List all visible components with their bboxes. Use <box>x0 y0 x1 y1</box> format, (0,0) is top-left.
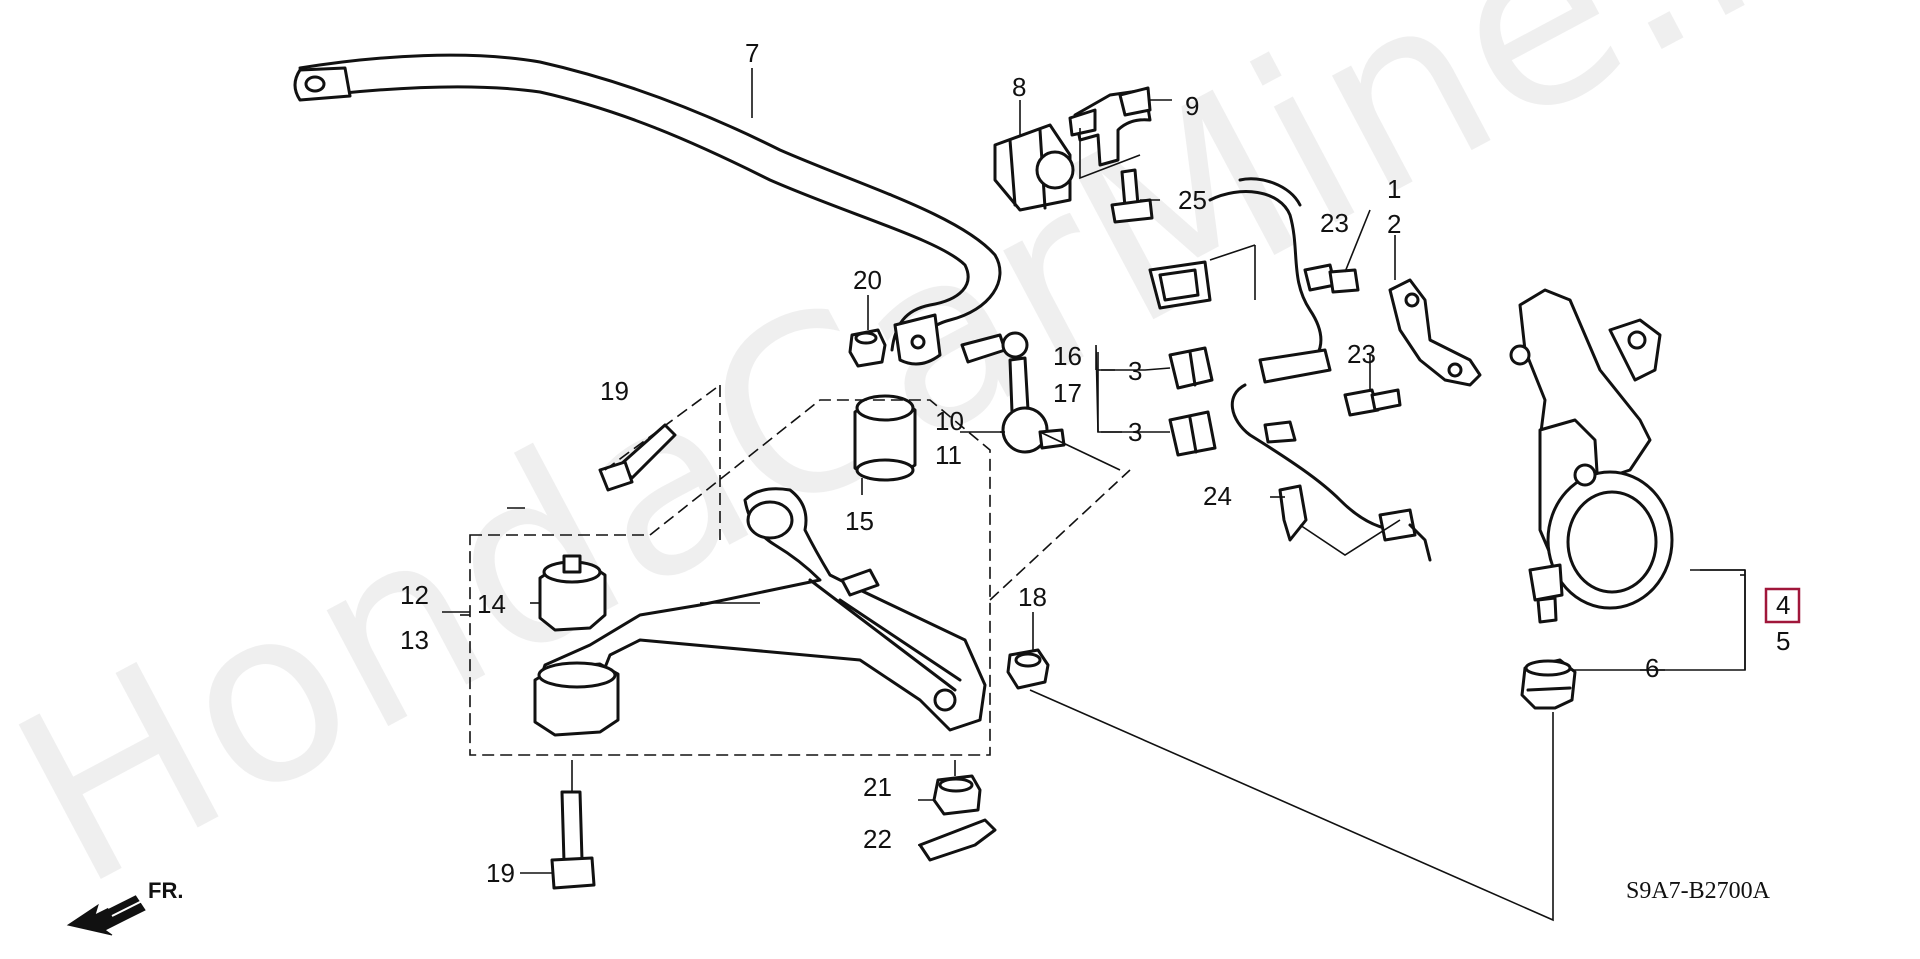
callout-labels: 1 2 3 3 4 5 6 7 8 9 10 11 12 13 14 15 16… <box>400 38 1801 888</box>
callout-24[interactable]: 24 <box>1203 481 1232 511</box>
callout-15[interactable]: 15 <box>845 506 874 536</box>
callout-18[interactable]: 18 <box>1018 582 1047 612</box>
stabilizer-bushing[interactable] <box>993 123 1075 212</box>
lock-pin-22[interactable] <box>918 818 997 862</box>
callout-4-highlight <box>1764 587 1801 624</box>
compliance-bushing-14[interactable] <box>538 554 607 632</box>
castle-nut-21[interactable] <box>932 774 982 816</box>
stabilizer-bar[interactable] <box>293 53 1002 366</box>
diagram-code: S9A7-B2700A <box>1626 878 1771 904</box>
callout-11[interactable]: 11 <box>935 440 962 470</box>
callout-19-upper[interactable]: 19 <box>600 376 629 406</box>
flange-bolt-19-lower[interactable] <box>550 790 596 890</box>
lower-arm-group-outline <box>469 384 1131 756</box>
lower-arm[interactable] <box>538 487 987 732</box>
leader-lines <box>460 68 1746 922</box>
group-brackets <box>442 352 1745 613</box>
callout-10[interactable]: 10 <box>935 406 964 436</box>
front-direction-indicator: FR. <box>66 878 183 936</box>
flange-bolt-23-lower[interactable] <box>1343 388 1402 417</box>
callout-12[interactable]: 12 <box>400 580 429 610</box>
callout-13[interactable]: 13 <box>400 625 429 655</box>
callout-22[interactable]: 22 <box>863 824 892 854</box>
callout-3-upper[interactable]: 3 <box>1128 356 1142 386</box>
callout-16[interactable]: 16 <box>1053 341 1082 371</box>
flange-bolt-25[interactable] <box>1110 168 1154 224</box>
callout-7[interactable]: 7 <box>745 38 759 68</box>
callout-2[interactable]: 2 <box>1387 209 1401 239</box>
callout-8[interactable]: 8 <box>1012 72 1026 102</box>
callout-20[interactable]: 20 <box>853 265 882 295</box>
sensor-clamp-lower[interactable] <box>1168 410 1217 457</box>
callout-5[interactable]: 5 <box>1776 626 1790 656</box>
callout-3-lower[interactable]: 3 <box>1128 417 1142 447</box>
abs-sensor-harness[interactable] <box>1148 177 1432 562</box>
callout-14[interactable]: 14 <box>477 589 506 619</box>
ball-joint-boot[interactable] <box>1520 658 1577 710</box>
sensor-bracket[interactable] <box>1388 278 1482 387</box>
callout-17[interactable]: 17 <box>1053 378 1082 408</box>
callout-1[interactable]: 1 <box>1387 174 1401 204</box>
steering-knuckle[interactable] <box>1509 288 1674 624</box>
self-locking-nut-20[interactable] <box>848 328 887 368</box>
callout-25[interactable]: 25 <box>1178 185 1207 215</box>
compliance-bushing-15[interactable] <box>853 394 917 482</box>
callout-21[interactable]: 21 <box>863 772 892 802</box>
flange-bolt-23-upper[interactable] <box>1303 263 1360 294</box>
self-locking-nut-18[interactable] <box>1006 648 1050 690</box>
front-label: FR. <box>148 878 183 903</box>
callout-19-lower[interactable]: 19 <box>486 858 515 888</box>
flange-bolt-24[interactable] <box>1278 484 1308 542</box>
callout-6[interactable]: 6 <box>1645 653 1659 683</box>
bushing-holder[interactable] <box>1068 86 1152 167</box>
callout-9[interactable]: 9 <box>1185 91 1199 121</box>
callout-23-lower[interactable]: 23 <box>1347 339 1376 369</box>
flange-bolt-19-upper[interactable] <box>598 423 677 492</box>
arm-front-bushing[interactable] <box>533 661 620 737</box>
callout-23-upper[interactable]: 23 <box>1320 208 1349 238</box>
stabilizer-link[interactable] <box>960 331 1066 454</box>
sensor-clamp-upper[interactable] <box>1168 346 1214 390</box>
callout-4[interactable]: 4 <box>1776 590 1790 620</box>
